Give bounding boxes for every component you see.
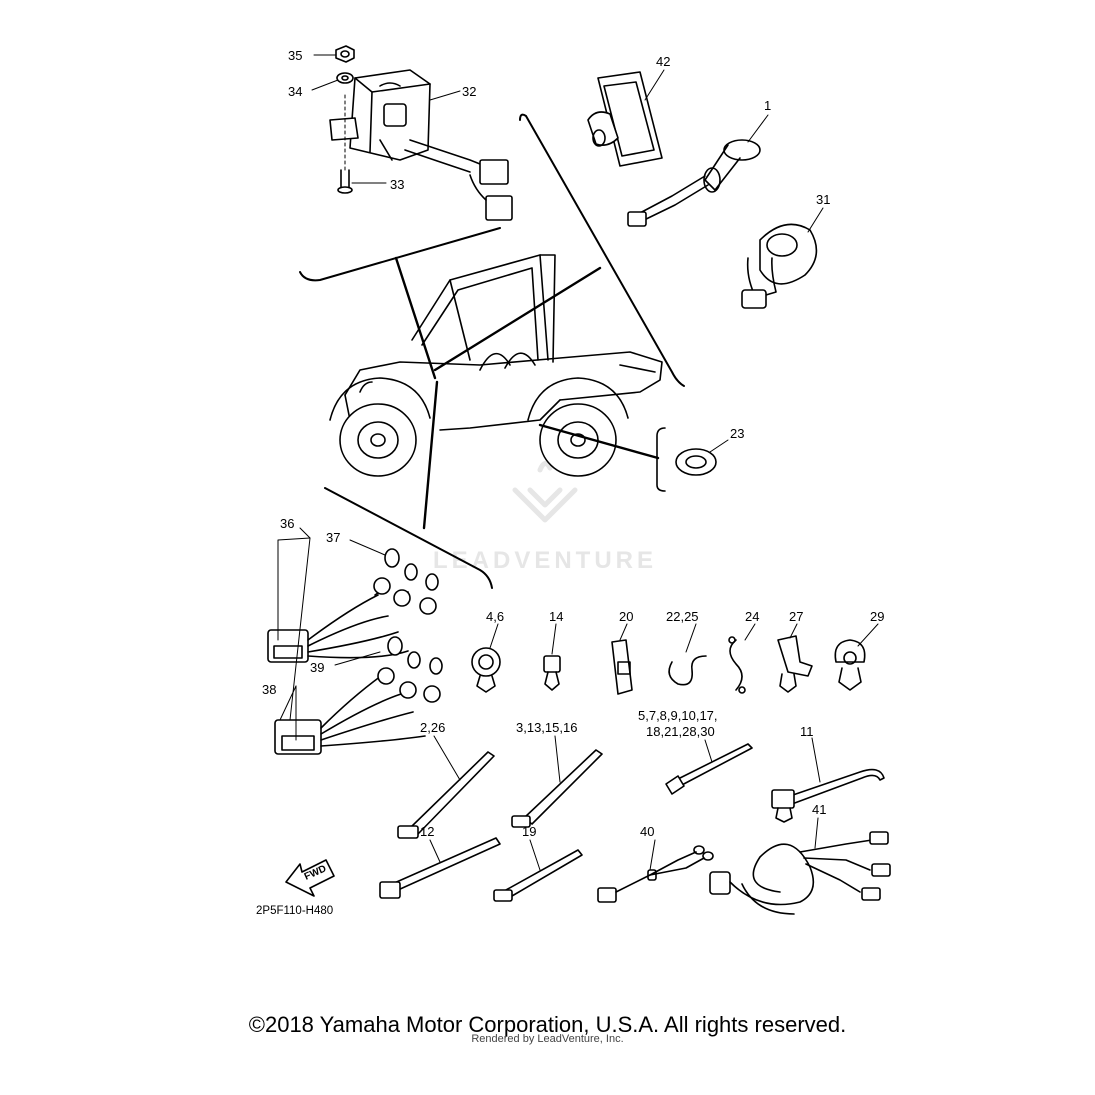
callout-24: 24 (745, 609, 759, 624)
callout-12: 12 (420, 824, 434, 839)
callout-19: 19 (522, 824, 536, 839)
callout-14: 14 (549, 609, 563, 624)
callout-20: 20 (619, 609, 633, 624)
callout-42: 42 (656, 54, 670, 69)
part-33-bolt[interactable] (337, 94, 353, 194)
callout-41: 41 (812, 802, 826, 817)
callout-5-group-line2: 18,21,28,30 (646, 724, 715, 739)
part-27-band[interactable] (777, 635, 813, 693)
part-32-relay-assembly[interactable] (329, 69, 513, 221)
watermark-text: LEADVENTURE (433, 547, 657, 574)
part-41-harness[interactable] (709, 831, 891, 915)
bracket-top-left (299, 227, 501, 282)
callout-3-13-15-16: 3,13,15,16 (516, 720, 577, 735)
part-22-25-hook[interactable] (668, 655, 707, 686)
fwd-arrow-icon (285, 859, 335, 897)
part-35-nut[interactable] (335, 45, 355, 63)
part-40-wire[interactable] (597, 845, 714, 903)
part-20-clip[interactable] (611, 639, 633, 695)
part-38-harness[interactable] (274, 675, 426, 755)
part-14-clip[interactable] (543, 655, 561, 691)
part-5-7-8-9-cable-tie[interactable] (665, 743, 753, 795)
bracket-lower (324, 487, 493, 589)
part-42-switch-panel[interactable] (587, 71, 663, 167)
callout-32: 32 (462, 84, 476, 99)
part-29-clamp[interactable] (834, 639, 866, 691)
callout-33: 33 (390, 177, 404, 192)
diagram-code: 2P5F110-H480 (256, 905, 333, 917)
part-12-cable-tie[interactable] (379, 837, 501, 899)
leader-lines-ties-2 (429, 817, 819, 871)
leader-lines-ties-1 (433, 735, 821, 783)
part-31-switch[interactable] (741, 223, 818, 309)
part-23-grommet[interactable] (675, 448, 717, 476)
part-11-tie-clip[interactable] (771, 768, 885, 823)
part-24-clip[interactable] (728, 636, 746, 694)
leader-lines-top-left (311, 54, 461, 184)
part-37-bulb-group[interactable] (373, 548, 439, 615)
callout-40: 40 (640, 824, 654, 839)
callout-23: 23 (730, 426, 744, 441)
leader-lines-harness (277, 527, 386, 741)
callout-11: 11 (800, 724, 814, 739)
callout-37: 37 (326, 530, 340, 545)
leader-lines-top-right (644, 69, 824, 233)
callout-36: 36 (280, 516, 294, 531)
part-1-socket[interactable] (627, 139, 761, 227)
part-19-cable-tie[interactable] (493, 849, 583, 902)
bracket-right (656, 427, 666, 492)
callout-31: 31 (816, 192, 830, 207)
callout-1: 1 (764, 98, 771, 113)
callout-35: 35 (288, 48, 302, 63)
callout-27: 27 (789, 609, 803, 624)
callout-4-6: 4,6 (486, 609, 504, 624)
callout-22-25: 22,25 (666, 609, 699, 624)
pointer-lines (394, 256, 660, 530)
callout-5-group-line1: 5,7,8,9,10,17, (638, 708, 718, 723)
bracket-top-right (519, 113, 685, 387)
callout-38: 38 (262, 682, 276, 697)
part-36-harness[interactable] (267, 587, 409, 663)
part-4-6-clamp[interactable] (471, 647, 501, 693)
copyright-notice: ©2018 Yamaha Motor Corporation, U.S.A. A… (248, 1012, 847, 1037)
leader-lines-clips (489, 623, 879, 655)
callout-29: 29 (870, 609, 884, 624)
leader-23 (709, 439, 729, 453)
callout-39: 39 (310, 660, 324, 675)
part-34-washer[interactable] (336, 72, 354, 84)
callout-2-26: 2,26 (420, 720, 445, 735)
vehicle-side-by-side (329, 254, 663, 477)
part-39-bulb-group[interactable] (377, 636, 443, 703)
callout-34: 34 (288, 84, 302, 99)
part-3-13-15-16-cable-tie[interactable] (511, 749, 603, 828)
rendered-by-notice: Rendered by LeadVenture, Inc. (471, 1033, 624, 1045)
part-2-26-cable-tie[interactable] (397, 751, 495, 839)
